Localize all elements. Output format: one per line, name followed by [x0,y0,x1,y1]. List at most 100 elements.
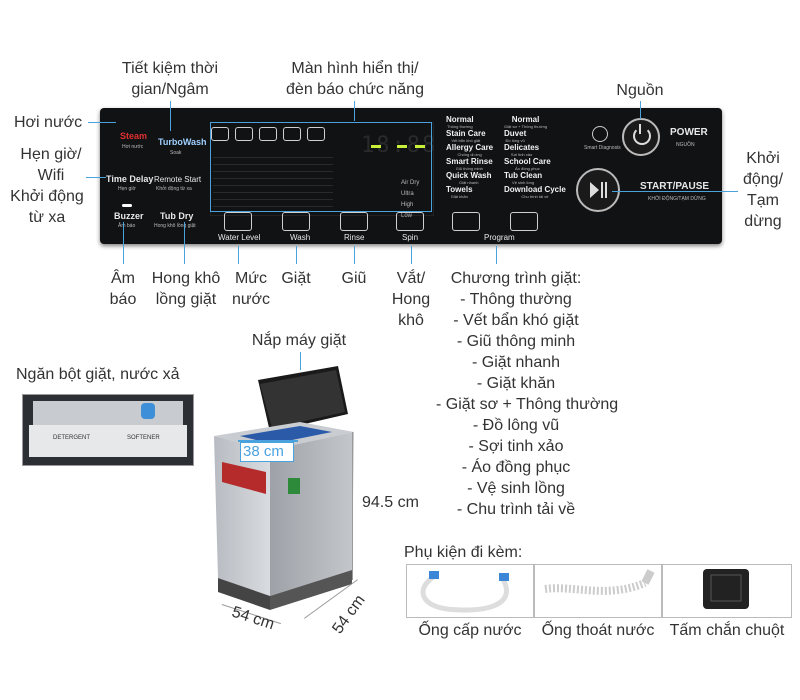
power-icon [633,127,651,145]
buzzer-button-label[interactable]: Buzzer [114,211,144,221]
cycle-indicators [211,125,336,213]
rinse-pointer [354,246,355,264]
power-sub: NGUỒN [676,142,695,148]
play-pause-icon [590,182,599,198]
water-inlet-hose-icon [420,571,509,613]
depth-badge: 38 cm [240,442,294,462]
start-pause-label: START/PAUSE [640,181,710,192]
power-callout: Nguồn [616,82,664,99]
display-pointer [354,101,355,121]
program-label: Program [484,233,515,242]
program-callout-item: - Đồ lông vũ [472,417,560,434]
timer-callout: Hẹn giờ/Wifi [20,146,82,184]
time-delay-button-label[interactable]: Time Delay [106,174,154,184]
program-callout-item: - Giũ thông minh [456,333,576,350]
time-delay-sub: Hẹn giờ [118,186,136,192]
program-next-button[interactable] [510,212,538,231]
air-dry-label: Air Dry [401,180,420,186]
tub-dry-sub: Hong khô lồng giặt [154,223,196,229]
timer-pointer [86,177,106,178]
softener-label: SOFTENER [127,435,160,441]
spin-button[interactable] [396,212,424,231]
steam-button-label[interactable]: Steam [120,131,148,141]
program-callout-item: - Chu trình tải về [456,501,576,518]
smart-diagnosis-label: Smart Diagnosis [584,145,621,151]
wash-pointer [296,246,297,264]
height-value: 94.5 cm [362,494,419,511]
lid-pointer [300,352,301,370]
program-callout: Chương trình giặt: - Thông thường- Vết b… [436,270,619,518]
program-callout-item: - Vệ sinh lồng [467,480,565,497]
water-level-pointer [238,246,239,264]
steam-callout: Hơi nước [14,114,83,131]
accessory-water-hose [406,564,534,618]
smart-diagnosis-icon [592,126,608,142]
remote-start-button-label[interactable]: Remote Start [154,175,202,184]
drawer-callout: Ngăn bột giặt, nước xả [16,366,180,383]
program-prev-button[interactable] [452,212,480,231]
rinse-callout: Giũ [341,270,367,287]
spin-pointer [411,246,412,264]
status-display: 18:88 Air Dry Ultra High Low [210,122,435,219]
tub-dry-pointer [184,222,185,264]
start-pause-pointer [612,191,738,192]
program-callout-item: - Áo đồng phục [461,459,571,476]
control-panel: Steam Hơi nước TurboWash Soak Time Delay… [100,108,722,244]
power-label: POWER [670,127,708,138]
rinse-label: Rinse [344,233,365,242]
accessory-label-mouse-guard: Tấm chắn chuột [669,622,785,639]
spin-label: Spin [402,233,419,242]
display-highlight [210,122,432,212]
program-callout-item: - Giặt khăn [476,375,556,392]
accessory-label-drain-hose: Ống thoát nước [541,622,655,639]
start-pause-sub: KHỞI ĐỘNG/TẠM DỪNG [648,196,706,202]
power-button[interactable] [622,118,660,156]
program-callout-item: - Giặt nhanh [471,354,561,371]
drain-hose-icon [544,569,655,595]
display-label: Màn hình hiển thị/đèn báo chức năng [286,60,424,98]
depth-value: 38 cm [243,443,284,460]
wash-button[interactable] [282,212,310,231]
accessory-drain-hose [534,564,662,618]
lid-callout: Nắp máy giặt [251,332,347,349]
time-saving-pointer [170,101,171,131]
wash-label: Wash [290,233,311,242]
start-pause-button[interactable] [576,168,620,212]
program-pointer [496,246,497,264]
turbo-wash-button-label[interactable]: TurboWash [158,137,207,147]
steam-pointer [88,122,116,123]
drawer-photo: DETERGENT SOFTENER [22,394,194,466]
rinse-button[interactable] [340,212,368,231]
high-label: High [401,202,414,208]
low-label: Low [401,213,413,219]
accessories-title: Phụ kiện đi kèm: [404,544,523,561]
water-level-button[interactable] [224,212,252,231]
buzzer-pointer [123,222,124,264]
tub-dry-button-label[interactable]: Tub Dry [160,211,194,221]
program-callout-item: - Giặt sơ + Thông thường [436,396,619,413]
remote-start-sub: Khởi động từ xa [156,186,192,192]
depth-line [238,440,298,442]
accessory-mouse-guard [662,564,792,618]
wash-callout: Giặt [281,270,311,287]
accessory-label-water-hose: Ống cấp nước [418,622,522,639]
ultra-label: Ultra [401,191,414,197]
height-dimension-line [352,432,353,580]
detergent-label: DETERGENT [53,435,91,441]
